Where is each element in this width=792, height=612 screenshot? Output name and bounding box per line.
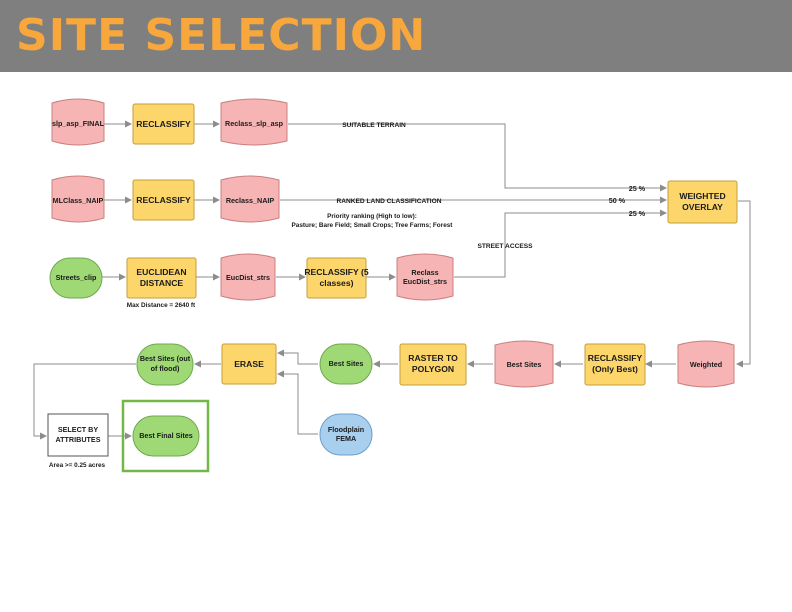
node-reclassify-5-classes: RECLASSIFY (5 classes) xyxy=(304,257,369,299)
node-label: RECLASSIFY xyxy=(136,119,191,129)
node-reclassify-1: RECLASSIFY xyxy=(132,103,195,145)
node-label-line1: SELECT BY xyxy=(58,425,99,434)
node-label-line2: DISTANCE xyxy=(140,278,184,288)
node-reclass-naip: Reclass_NAIP xyxy=(220,175,280,223)
node-select-by-attributes: SELECT BY ATTRIBUTES xyxy=(47,413,109,457)
node-label: Best Sites xyxy=(329,359,364,368)
node-label: Streets_clip xyxy=(56,273,97,282)
node-weighted: Weighted xyxy=(677,340,735,388)
node-euclidean-distance: EUCLIDEAN DISTANCE xyxy=(126,257,197,299)
edge-floodplain-to-erase xyxy=(277,370,318,435)
node-raster-to-polygon: RASTER TO POLYGON xyxy=(399,343,467,386)
edge-overlay-to-weighted xyxy=(736,200,751,368)
node-label: ERASE xyxy=(234,359,264,369)
node-weighted-overlay: WEIGHTED OVERLAY xyxy=(667,180,738,224)
node-label-line2: POLYGON xyxy=(412,364,454,374)
node-label-line1: RECLASSIFY xyxy=(588,353,643,363)
caption-max-distance: Max Distance = 2640 ft xyxy=(127,302,196,309)
title-banner: SITE SELECTION xyxy=(0,0,792,72)
node-label: Best Sites xyxy=(507,360,542,369)
node-label-line2: of flood) xyxy=(151,364,180,373)
node-label: Reclass_slp_asp xyxy=(225,119,284,128)
node-label: Weighted xyxy=(690,360,722,369)
edge-street-to-overlay xyxy=(454,209,667,278)
caption-area-filter: Area >= 0.25 acres xyxy=(49,462,106,469)
node-label: Best Final Sites xyxy=(139,431,193,440)
node-label-line1: EUCLIDEAN xyxy=(136,267,186,277)
edge-label-ranked-land: RANKED LAND CLASSIFICATION xyxy=(336,198,441,205)
node-label-line2: ATTRIBUTES xyxy=(56,435,101,444)
edge-best-sites-poly-to-erase xyxy=(277,349,318,365)
weight-street: 25 % xyxy=(629,209,646,218)
node-label-line1: Best Sites (out xyxy=(140,354,191,363)
node-label-line2: (Only Best) xyxy=(592,364,638,374)
caption-priority-line2: Pasture; Bare Field; Small Crops; Tree F… xyxy=(292,222,454,229)
node-label-line1: RASTER TO xyxy=(408,353,458,363)
node-erase: ERASE xyxy=(221,343,277,385)
caption-priority-line1: Priority ranking (High to low): xyxy=(327,213,417,220)
edge-best-sites-out-to-select xyxy=(33,363,136,440)
node-floodplain-fema: Floodplain FEMA xyxy=(319,413,373,456)
node-slp-asp-final: slp_asp_FINAL xyxy=(51,98,105,146)
node-label-line1: RECLASSIFY (5 xyxy=(304,267,369,277)
node-label: Reclass_NAIP xyxy=(226,196,275,205)
edge-label-suitable-terrain: SUITABLE TERRAIN xyxy=(342,122,406,129)
node-best-sites-raster: Best Sites xyxy=(494,340,554,388)
node-mlclass-naip: MLClass_NAIP xyxy=(51,175,105,223)
node-label-line1: Floodplain xyxy=(328,425,364,434)
node-label-line2: FEMA xyxy=(336,434,356,443)
page-title: SITE SELECTION xyxy=(16,10,427,61)
node-reclassify-only-best: RECLASSIFY (Only Best) xyxy=(584,343,646,386)
weight-land: 50 % xyxy=(609,196,626,205)
node-best-final-sites: Best Final Sites xyxy=(132,415,200,457)
node-label-line1: Reclass xyxy=(411,268,438,277)
node-reclass-slp-asp: Reclass_slp_asp xyxy=(220,98,288,146)
node-label-line1: WEIGHTED xyxy=(679,191,725,201)
node-eucdist-strs: EucDist_strs xyxy=(220,253,276,301)
node-reclass-eucdist-strs: Reclass EucDist_strs xyxy=(396,253,454,301)
node-label: RECLASSIFY xyxy=(136,195,191,205)
node-label-line2: OVERLAY xyxy=(682,202,723,212)
node-label: EucDist_strs xyxy=(226,273,270,282)
node-label: MLClass_NAIP xyxy=(53,196,104,205)
weight-terrain: 25 % xyxy=(629,184,646,193)
edge-terrain-to-overlay xyxy=(288,123,667,192)
node-best-sites-polygon: Best Sites xyxy=(319,343,373,385)
node-label-line2: classes) xyxy=(320,278,354,288)
node-streets-clip: Streets_clip xyxy=(49,257,103,299)
node-label-line2: EucDist_strs xyxy=(403,277,447,286)
node-reclassify-2: RECLASSIFY xyxy=(132,179,195,221)
edge-label-street-access: STREET ACCESS xyxy=(477,243,533,250)
node-best-sites-out-of-flood: Best Sites (out of flood) xyxy=(136,343,194,386)
final-highlight-border xyxy=(121,399,210,473)
node-label: slp_asp_FINAL xyxy=(52,119,105,128)
